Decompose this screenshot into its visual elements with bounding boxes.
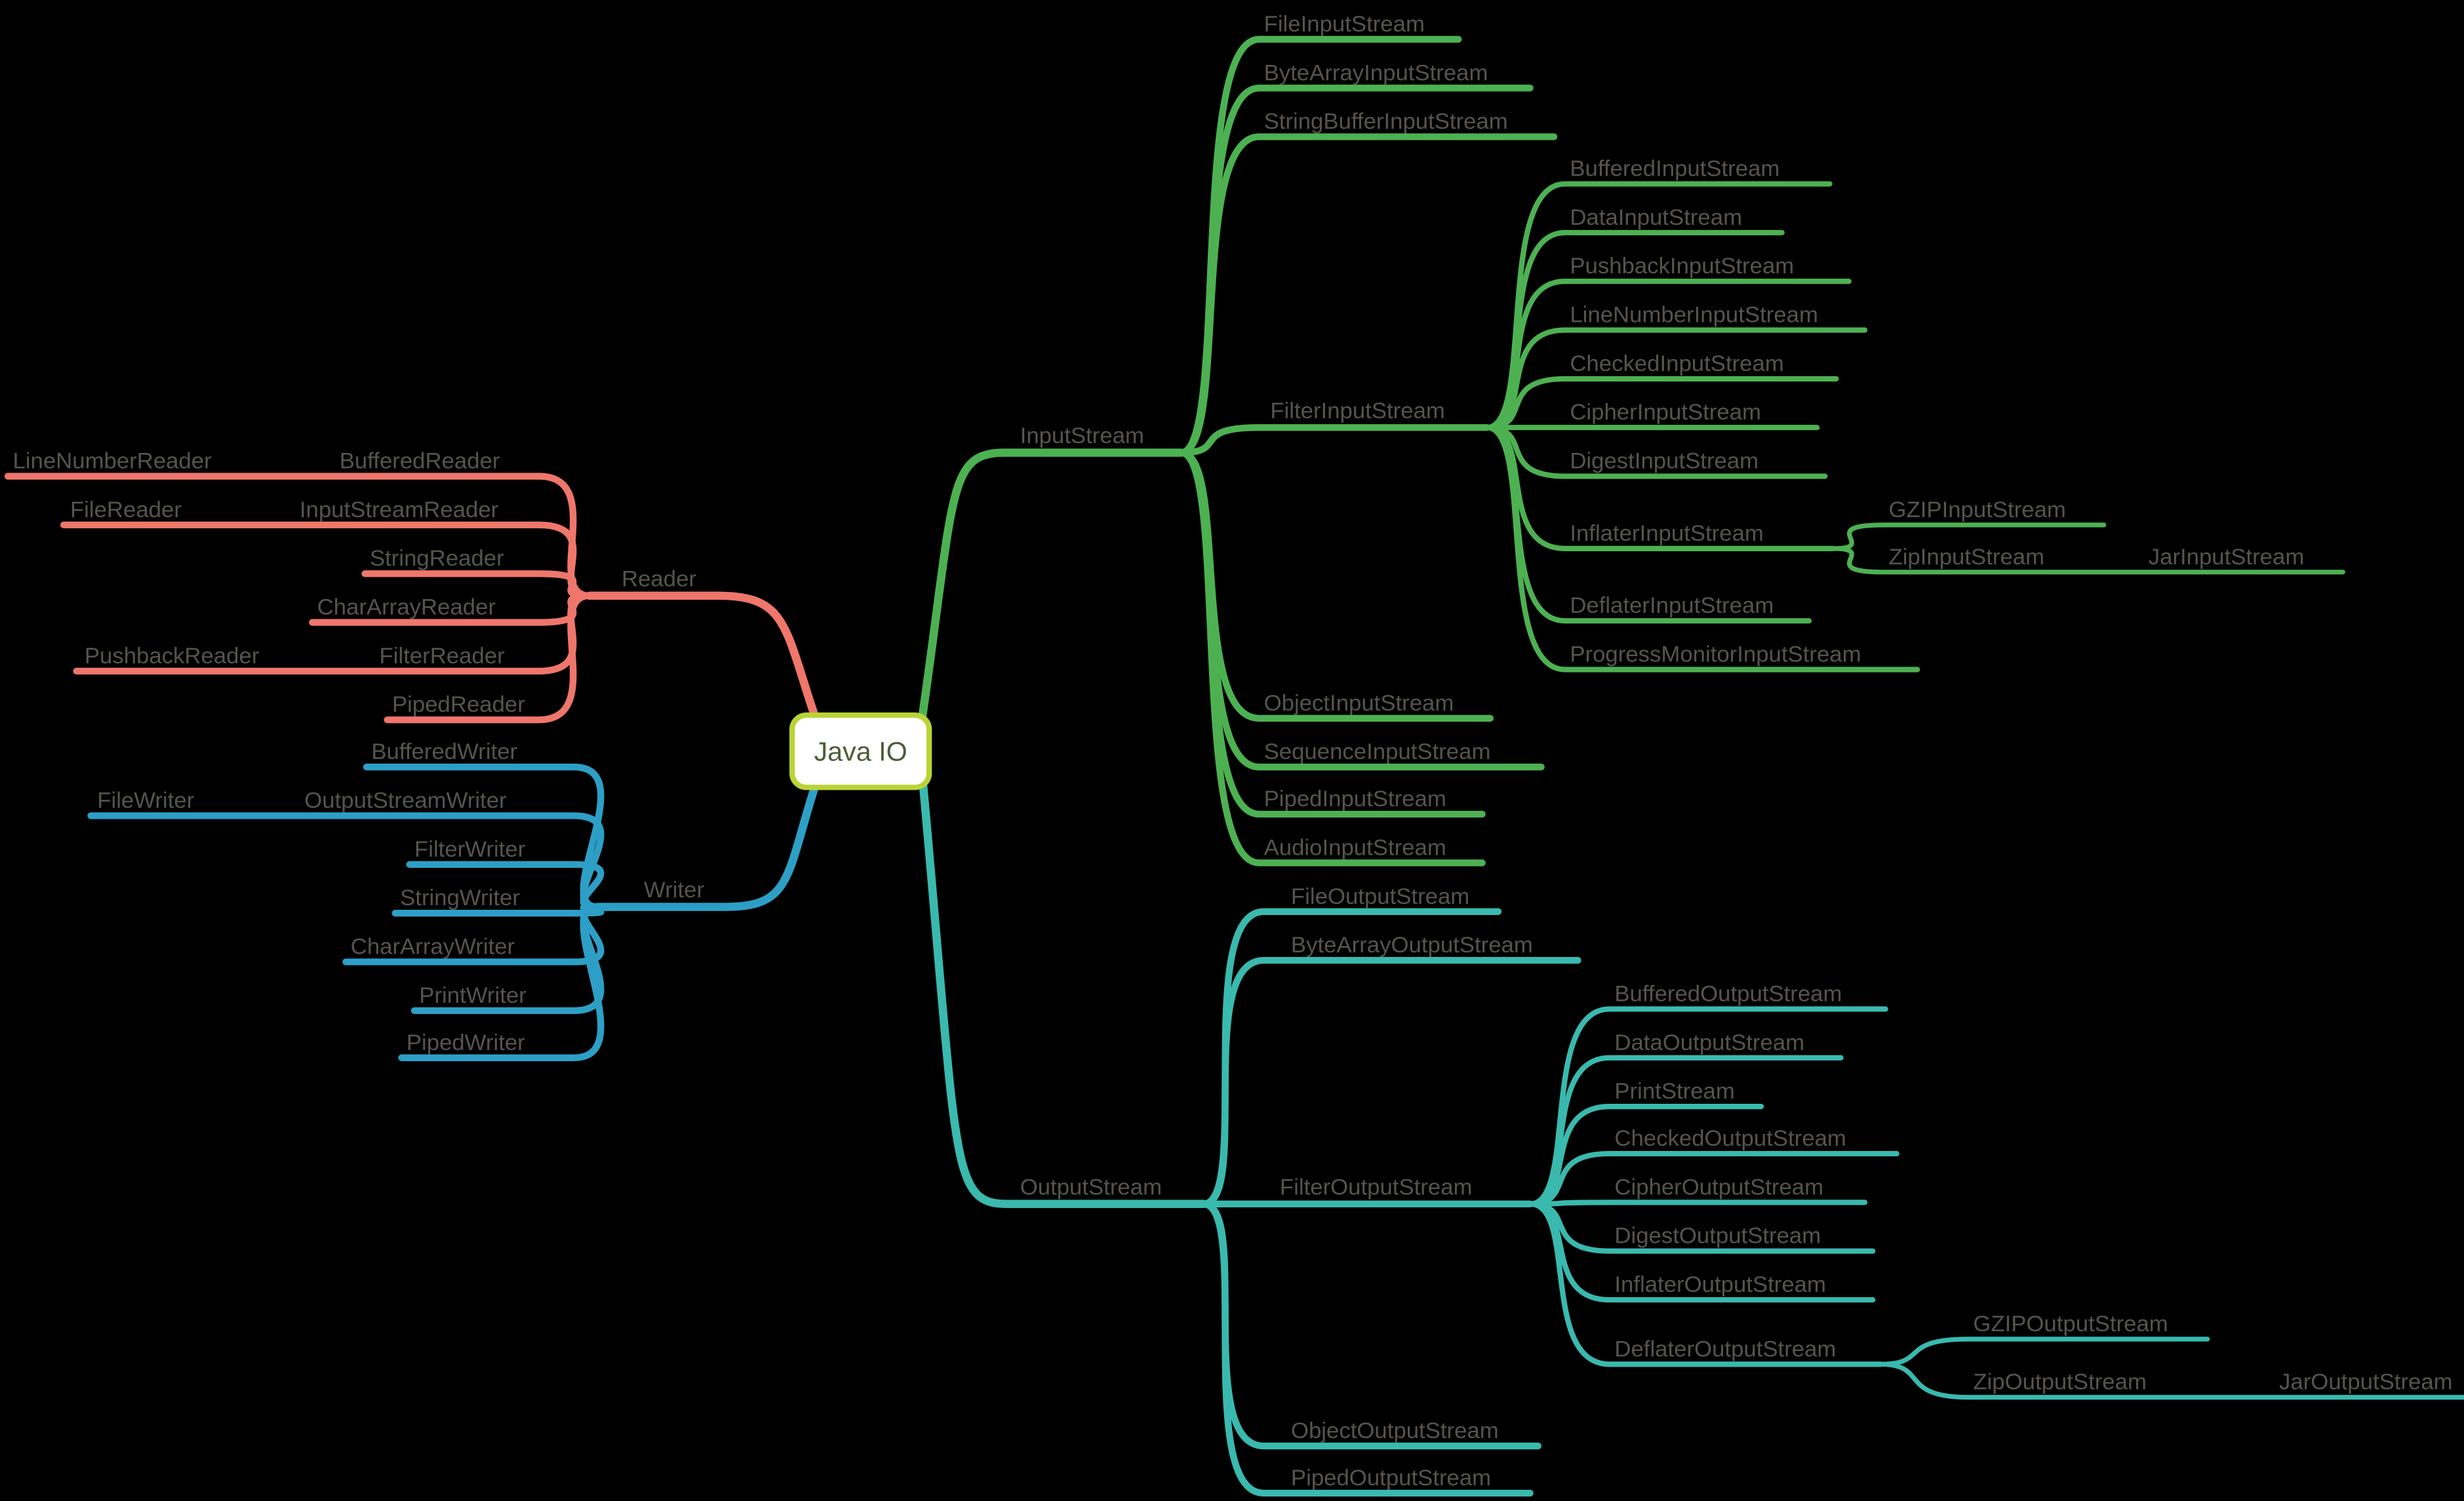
topic-label-pipedreader[interactable]: PipedReader xyxy=(392,692,525,717)
branch-line-gzipinputstream xyxy=(1830,522,2107,551)
branch-line-fileinputstream xyxy=(1177,35,1462,456)
topic-label-bufferedreader[interactable]: BufferedReader xyxy=(340,449,500,474)
topic-label-cipherinputstream[interactable]: CipherInputStream xyxy=(1570,400,1761,425)
topic-label-objectinputstream[interactable]: ObjectInputStream xyxy=(1264,691,1454,716)
topic-label-chararraywriter[interactable]: CharArrayWriter xyxy=(351,935,515,960)
topic-label-jarinputstream[interactable]: JarInputStream xyxy=(2149,545,2305,570)
topic-label-inputstreamreader[interactable]: InputStreamReader xyxy=(300,497,498,522)
branch-line-pipedreader xyxy=(384,592,593,724)
branch-line-progressmonitorinputstream xyxy=(1484,425,1920,673)
topic-label-jaroutputstream[interactable]: JarOutputStream xyxy=(2279,1370,2453,1395)
topic-label-fileoutputstream[interactable]: FileOutputStream xyxy=(1291,884,1469,909)
topic-label-audioinputstream[interactable]: AudioInputStream xyxy=(1264,836,1446,861)
topic-label-bufferedinputstream[interactable]: BufferedInputStream xyxy=(1570,157,1779,182)
topic-label-linenumberreader[interactable]: LineNumberReader xyxy=(12,449,211,474)
topic-label-bufferedoutputstream[interactable]: BufferedOutputStream xyxy=(1614,982,1842,1007)
branch-line-reader-trunk xyxy=(586,591,822,729)
branch-line-objectoutputstream xyxy=(1200,1200,1541,1450)
topic-label-pipedinputstream[interactable]: PipedInputStream xyxy=(1264,787,1446,811)
branch-line-zipinputstream-jarinputstream xyxy=(1830,546,2345,575)
topic-label-filterinputstream[interactable]: FilterInputStream xyxy=(1270,399,1445,423)
topic-label-pushbackinputstream[interactable]: PushbackInputStream xyxy=(1570,254,1794,279)
branch-line-objectinputstream xyxy=(1177,449,1494,722)
branch-line-cipheroutputstream xyxy=(1527,1199,1868,1207)
topic-label-stringwriter[interactable]: StringWriter xyxy=(400,886,520,910)
topic-label-bytearrayoutputstream[interactable]: ByteArrayOutputStream xyxy=(1291,933,1533,958)
topic-label-reader[interactable]: Reader xyxy=(622,567,696,592)
branch-line-deflateroutputstream xyxy=(1527,1201,1884,1367)
topic-label-printwriter[interactable]: PrintWriter xyxy=(419,983,526,1008)
topic-label-checkedinputstream[interactable]: CheckedInputStream xyxy=(1570,351,1783,376)
topic-label-filterwriter[interactable]: FilterWriter xyxy=(414,837,525,862)
topic-label-deflateroutputstream[interactable]: DeflaterOutputStream xyxy=(1614,1337,1836,1362)
topic-label-dataoutputstream[interactable]: DataOutputStream xyxy=(1614,1030,1804,1055)
branch-line-stringreader xyxy=(361,570,593,599)
topic-label-printstream[interactable]: PrintStream xyxy=(1614,1079,1734,1104)
topic-label-outputstreamwriter[interactable]: OutputStreamWriter xyxy=(304,789,506,813)
branch-links-layer xyxy=(4,35,2464,1497)
topic-label-linenumberinputstream[interactable]: LineNumberInputStream xyxy=(1570,303,1818,328)
topic-label-outputstream[interactable]: OutputStream xyxy=(1020,1175,1162,1200)
topic-labels-layer: LineNumberReader BufferedReaderFileReader… xyxy=(12,12,2452,1491)
topic-label-inputstream[interactable]: InputStream xyxy=(1020,423,1144,448)
branch-line-filterinputstream xyxy=(1177,424,1491,456)
root-topic-box[interactable] xyxy=(789,712,932,790)
topic-label-fileinputstream[interactable]: FileInputStream xyxy=(1264,12,1425,37)
topic-label-filterreader[interactable]: FilterReader xyxy=(380,644,505,669)
branch-line-stringbufferinputstream xyxy=(1177,133,1558,456)
branch-line-input-trunk xyxy=(917,448,1185,729)
topic-label-stringbufferinputstream[interactable]: StringBufferInputStream xyxy=(1264,109,1508,134)
topic-label-writer[interactable]: Writer xyxy=(644,878,704,903)
topic-label-cipheroutputstream[interactable]: CipherOutputStream xyxy=(1614,1175,1823,1200)
topic-label-checkedoutputstream[interactable]: CheckedOutputStream xyxy=(1614,1126,1846,1151)
branch-line-pipedoutputstream xyxy=(1200,1200,1534,1497)
topic-label-bufferedwriter[interactable]: BufferedWriter xyxy=(371,739,517,764)
topic-label-filewriter[interactable]: FileWriter xyxy=(97,789,194,813)
topic-label-objectoutputstream[interactable]: ObjectOutputStream xyxy=(1291,1418,1499,1443)
topic-label-inflateroutputstream[interactable]: InflaterOutputStream xyxy=(1614,1272,1826,1297)
topic-label-bytearrayinputstream[interactable]: ByteArrayInputStream xyxy=(1264,60,1488,85)
topic-label-chararrayreader[interactable]: CharArrayReader xyxy=(317,595,496,620)
topic-label-progressmonitorinputstream[interactable]: ProgressMonitorInputStream xyxy=(1570,642,1861,667)
topic-label-digestinputstream[interactable]: DigestInputStream xyxy=(1570,449,1759,474)
branch-line-bufferedreader-linenumberreader xyxy=(4,473,593,599)
root-topic-label[interactable]: Java IO xyxy=(814,737,907,767)
topic-label-digestoutputstream[interactable]: DigestOutputStream xyxy=(1614,1224,1821,1249)
topic-label-zipoutputstream[interactable]: ZipOutputStream xyxy=(1973,1370,2147,1395)
branch-line-gzipoutputstream xyxy=(1878,1336,2210,1367)
topic-label-pipedoutputstream[interactable]: PipedOutputStream xyxy=(1291,1466,1491,1491)
branch-line-inputstreamreader-filereader xyxy=(60,521,593,599)
topic-label-filteroutputstream[interactable]: FilterOutputStream xyxy=(1280,1175,1473,1200)
topic-label-zipinputstream[interactable]: ZipInputStream xyxy=(1888,545,2044,570)
topic-label-sequenceinputstream[interactable]: SequenceInputStream xyxy=(1264,739,1491,764)
topic-label-inflaterinputstream[interactable]: InflaterInputStream xyxy=(1570,521,1764,546)
topic-label-stringreader[interactable]: StringReader xyxy=(370,546,504,571)
branch-line-pipedwriter xyxy=(398,903,605,1061)
branch-line-output-trunk xyxy=(919,777,1208,1209)
topic-label-filereader[interactable]: FileReader xyxy=(70,497,182,522)
topic-label-datainputstream[interactable]: DataInputStream xyxy=(1570,205,1742,230)
topic-label-deflaterinputstream[interactable]: DeflaterInputStream xyxy=(1570,593,1774,618)
topic-label-pushbackreader[interactable]: PushbackReader xyxy=(85,644,260,669)
branch-line-bytearrayoutputstream xyxy=(1200,956,1581,1207)
branch-line-zipoutputstream-jaroutputstream xyxy=(1878,1361,2464,1400)
topic-label-pipedwriter[interactable]: PipedWriter xyxy=(407,1030,525,1055)
topic-label-gzipinputstream[interactable]: GZIPInputStream xyxy=(1888,497,2065,522)
topic-label-gzipoutputstream[interactable]: GZIPOutputStream xyxy=(1973,1312,2168,1336)
branch-line-writer-trunk xyxy=(593,773,822,911)
branch-line-audioinputstream xyxy=(1177,449,1486,867)
